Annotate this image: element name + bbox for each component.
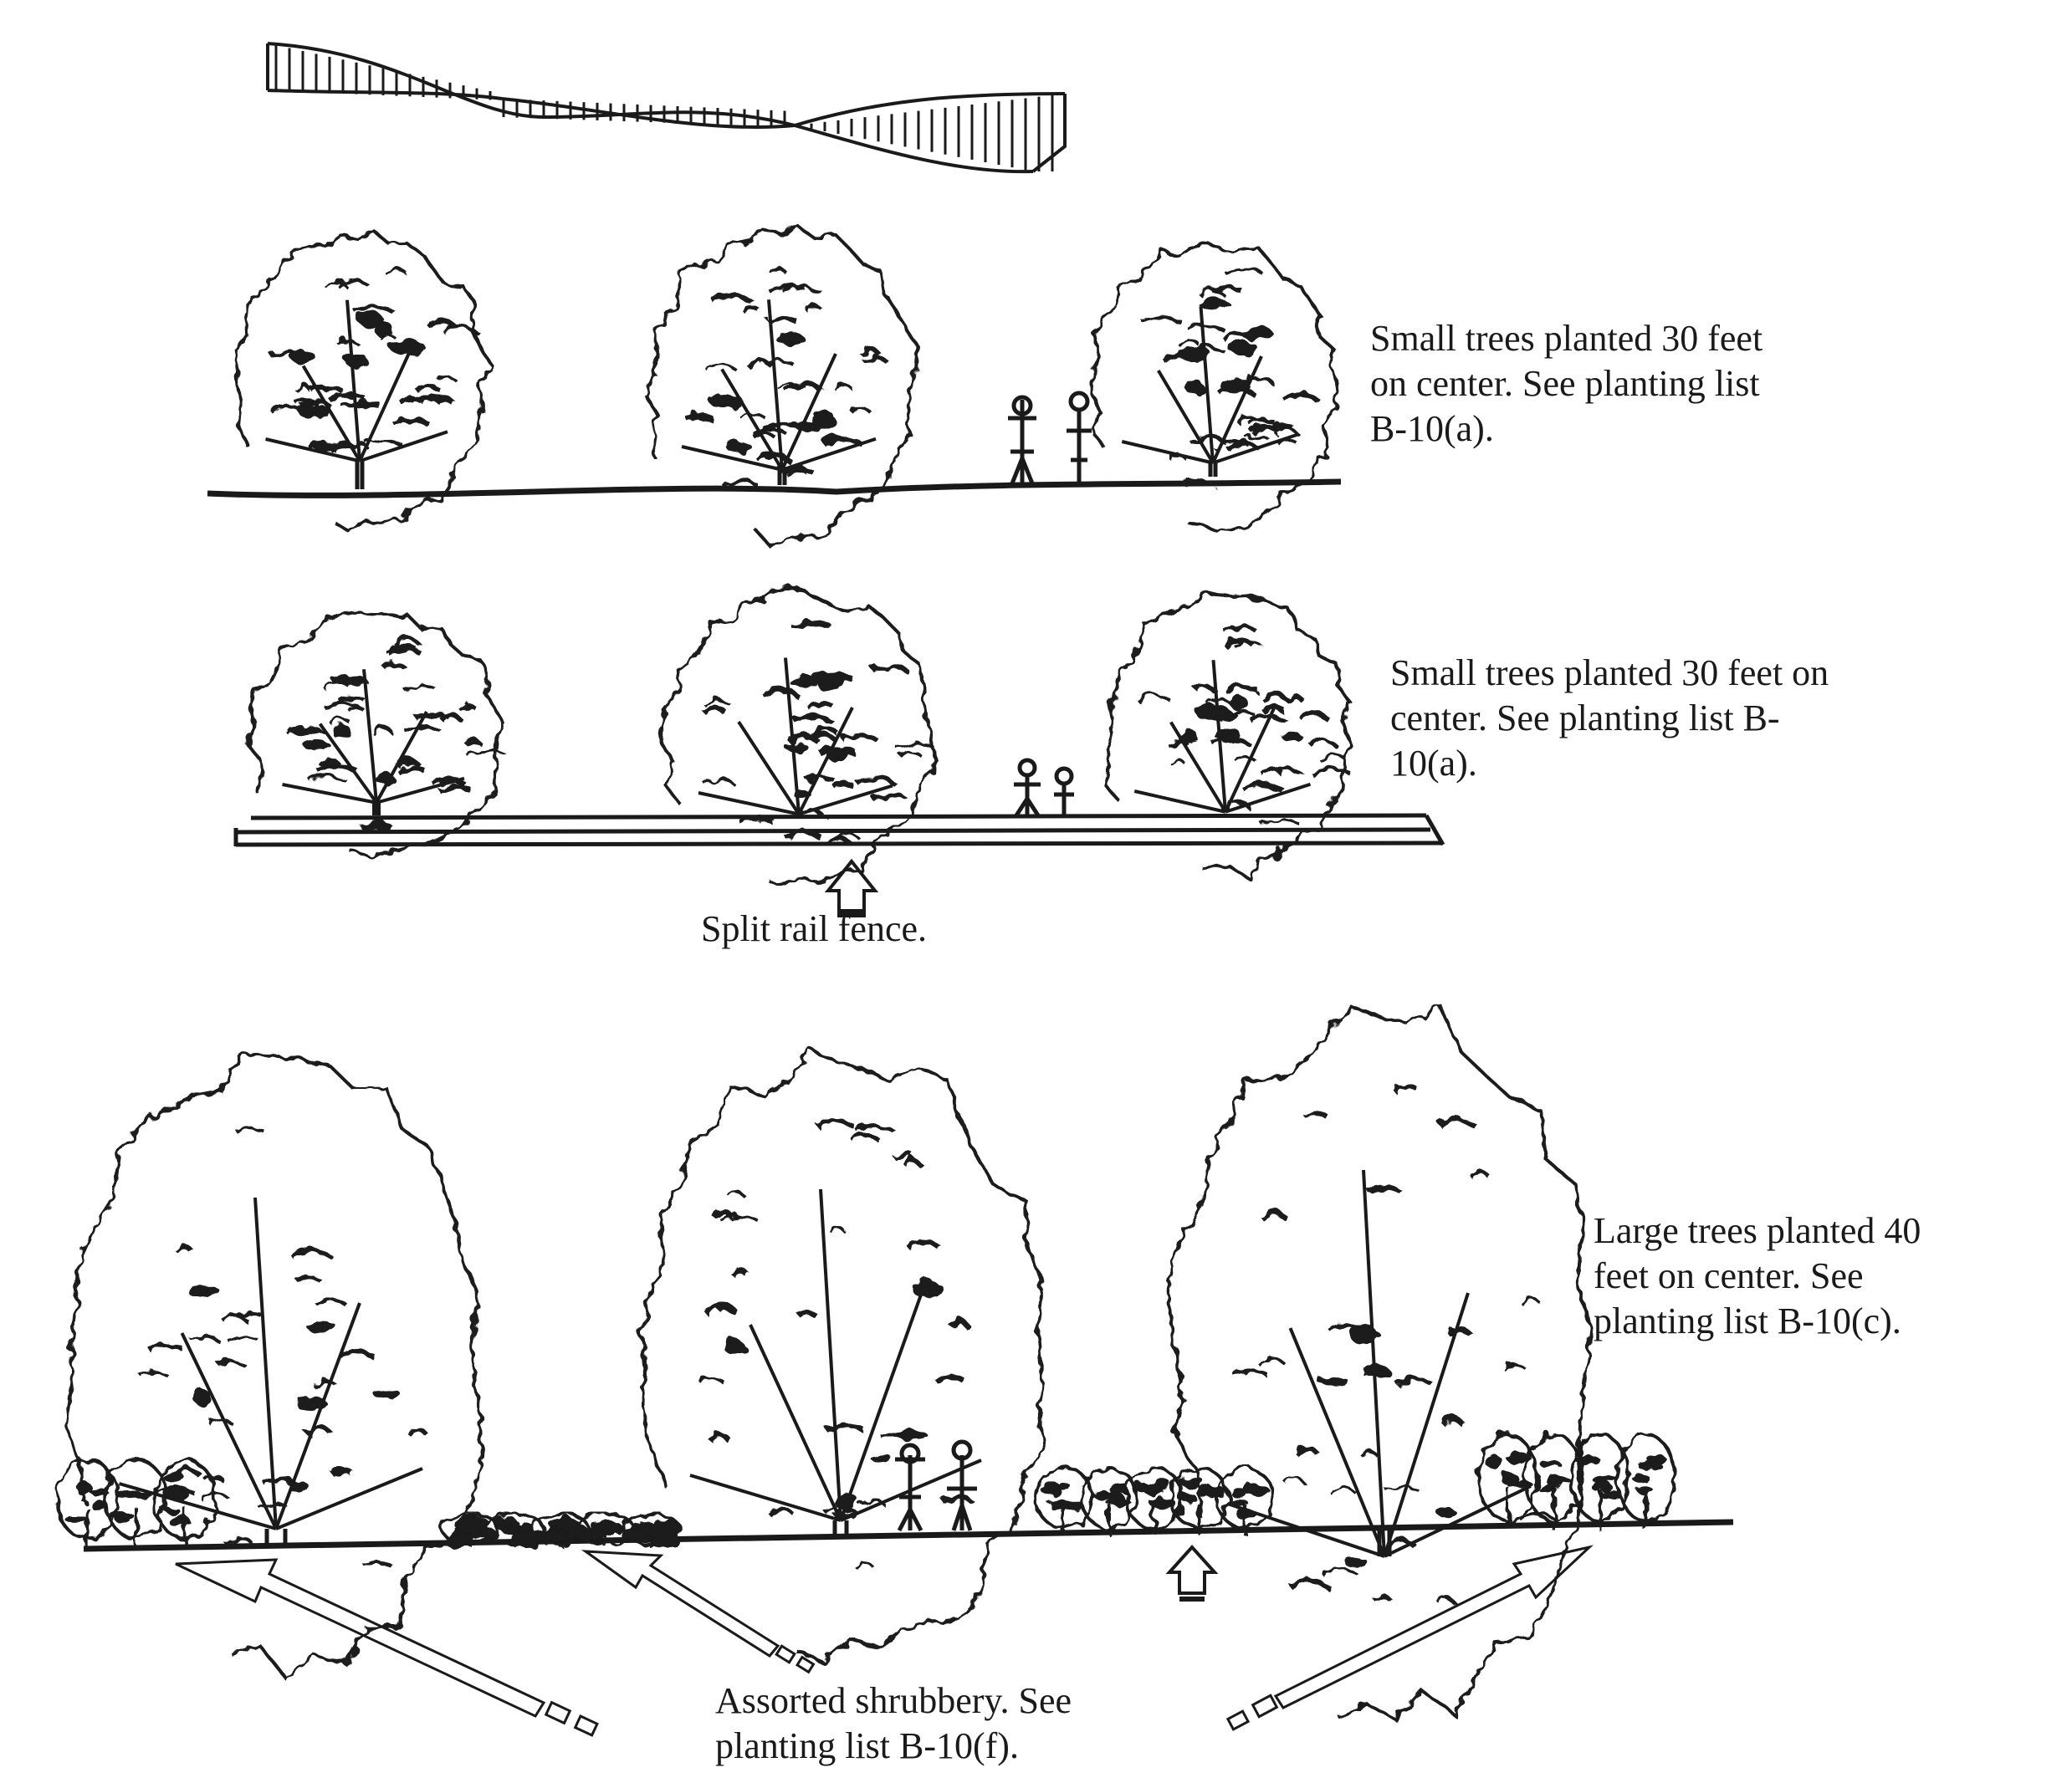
tree-canopy	[244, 610, 506, 857]
large-tree-3	[1165, 1003, 1594, 1722]
row-2-caption: Small trees planted 30 feet on center. S…	[1390, 651, 1901, 786]
row-3-people	[895, 1439, 977, 1532]
tree-trunk	[1221, 807, 1230, 812]
caption-line: Small trees planted 30 feet	[1370, 318, 1763, 359]
small-tree-3	[1090, 243, 1339, 535]
caption-line: planting list B-10(c).	[1594, 1300, 1901, 1341]
tree-canopy	[643, 224, 920, 549]
row-2-section	[233, 585, 1445, 917]
small-tree-6	[1103, 590, 1352, 881]
label-line: Assorted shrubbery. See	[715, 1680, 1072, 1721]
tree-trunk	[1208, 462, 1218, 477]
row-3-caption: Large trees planted 40 feet on center. S…	[1594, 1208, 2029, 1344]
row-3-ground-line	[83, 1519, 1734, 1552]
tree-trunk	[1377, 1529, 1392, 1556]
row-1-people	[1008, 391, 1092, 485]
shrub-arrow-left	[175, 1558, 599, 1737]
shrub-cluster-1	[55, 1458, 217, 1547]
fence-pointer-arrow	[824, 858, 879, 917]
row-1-section	[207, 224, 1342, 549]
tree-canopy	[1090, 243, 1339, 535]
row-3-section	[55, 1003, 1734, 1737]
tree-trunk	[264, 1529, 288, 1543]
tree-trunk	[777, 469, 787, 485]
tree-canopy	[64, 1051, 484, 1683]
shrub-cluster-4	[1477, 1433, 1676, 1530]
caption-line: Large trees planted 40	[1594, 1210, 1921, 1251]
caption-line: on center. See planting list	[1370, 363, 1760, 404]
caption-line: feet on center. See	[1594, 1255, 1864, 1296]
plan-view-band	[266, 42, 1067, 174]
large-tree-1	[64, 1051, 484, 1683]
shrub-cluster-2	[440, 1512, 681, 1550]
shrub-pointer-arrow	[1165, 1545, 1219, 1602]
tree-trunk	[355, 461, 365, 489]
label-line: planting list B-10(f).	[715, 1725, 1019, 1766]
split-rail-fence-label: Split rail fence.	[701, 907, 1019, 952]
small-tree-2	[643, 224, 920, 549]
shrub-cluster-3	[1034, 1466, 1275, 1535]
split-rail-fence	[233, 813, 1445, 847]
row-2-people	[1014, 758, 1074, 817]
tree-branches	[689, 1188, 982, 1522]
caption-line: B-10(a).	[1370, 408, 1494, 449]
tree-canopy	[1103, 590, 1352, 881]
shrub-arrow-right	[1225, 1545, 1594, 1731]
caption-line: 10(a).	[1390, 743, 1477, 784]
small-tree-4	[244, 610, 506, 857]
shrubbery-label: Assorted shrubbery. See planting list B-…	[715, 1678, 1150, 1769]
small-tree-1	[233, 230, 494, 534]
shrub-arrow-center-left	[581, 1550, 816, 1674]
tree-trunk	[832, 1520, 849, 1537]
tree-branches	[1121, 306, 1299, 465]
tree-trunk	[372, 802, 381, 815]
tree-branches	[118, 1197, 423, 1530]
row-1-ground-line	[207, 478, 1342, 498]
row-1-caption: Small trees planted 30 feet on center. S…	[1370, 316, 1876, 452]
label-line: Split rail fence.	[701, 908, 928, 949]
tree-trunk	[795, 813, 803, 815]
tree-canopy	[657, 585, 939, 887]
caption-line: Small trees planted 30 feet on	[1390, 652, 1829, 693]
tree-canopy	[639, 1046, 1045, 1664]
tree-canopy	[233, 230, 494, 534]
large-tree-2	[639, 1046, 1045, 1664]
tree-branches	[265, 299, 448, 463]
small-tree-5	[657, 585, 939, 887]
caption-line: center. See planting list B-	[1390, 697, 1780, 738]
tree-canopy	[1165, 1003, 1594, 1722]
